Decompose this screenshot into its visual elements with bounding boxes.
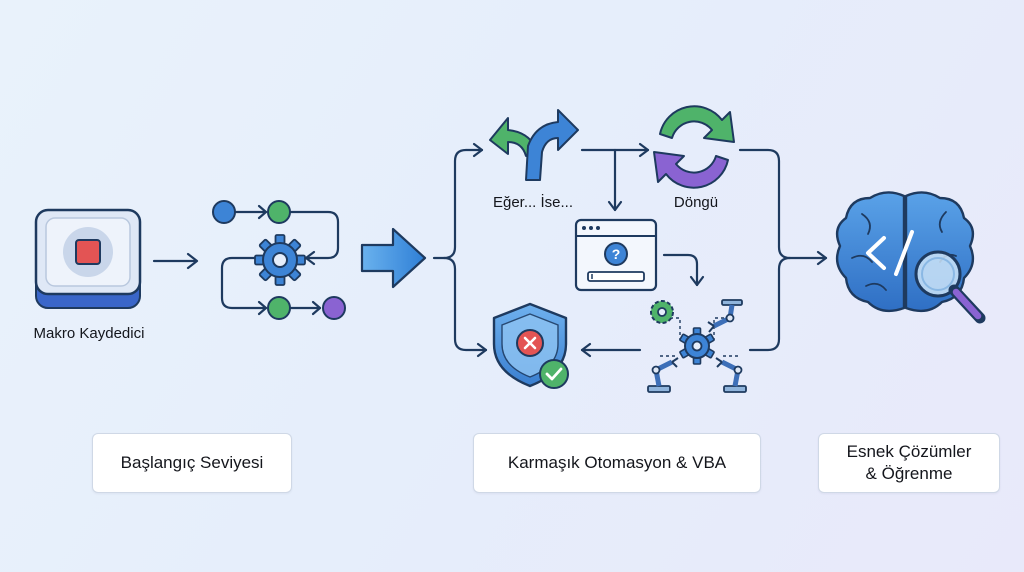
stage-complex-automation: Karmaşık Otomasyon & VBA xyxy=(473,433,761,493)
question-dialog-icon: ? xyxy=(574,218,658,292)
arrow-record-to-workflow xyxy=(152,252,199,270)
if-then-label: Eğer... İse... xyxy=(492,194,574,211)
brain-code-search-icon xyxy=(835,191,986,324)
macro-recorder-label: Makro Kaydedici xyxy=(33,325,145,342)
stage-complex-label: Karmaşık Otomasyon & VBA xyxy=(507,453,727,472)
big-arrow-icon xyxy=(360,227,427,289)
svg-text:?: ? xyxy=(612,246,621,262)
left-bracket-connector xyxy=(432,142,488,358)
stage-beginner: Başlangıç Seviyesi xyxy=(92,433,292,493)
record-button-icon xyxy=(34,208,142,309)
stage-flexible-solutions: Esnek Çözümler & Öğrenme xyxy=(818,433,1000,493)
robot-arms-gear-icon xyxy=(647,299,747,393)
workflow-gear-icon xyxy=(212,200,346,320)
right-bracket-connector xyxy=(738,148,828,352)
loop-label: Döngü xyxy=(673,194,719,211)
stage-flexible-label-line1: Esnek Çözümler xyxy=(846,442,972,461)
stage-flexible-label-line2: & Öğrenme xyxy=(865,464,953,483)
branch-to-loop-connector xyxy=(580,142,650,212)
robots-to-shield-connector xyxy=(580,342,642,358)
security-shield-icon xyxy=(492,302,569,389)
branch-arrows-icon xyxy=(489,109,579,181)
dialog-to-robots-connector xyxy=(662,253,705,287)
stage-beginner-label: Başlangıç Seviyesi xyxy=(120,453,264,472)
cycle-arrows-icon xyxy=(653,105,735,189)
